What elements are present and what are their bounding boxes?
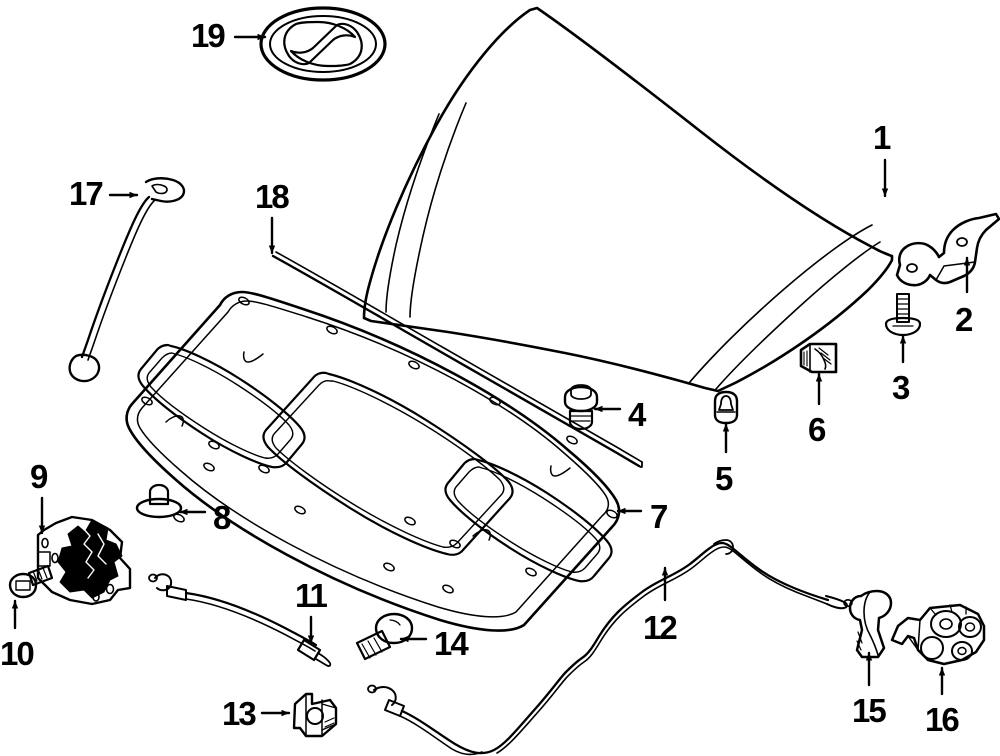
cable-bracket-art — [799, 342, 838, 374]
insulator-clip-art — [713, 390, 739, 425]
callout-number-15: 15 — [852, 692, 887, 729]
callout-number-3: 3 — [892, 369, 910, 406]
hyundai-emblem-art — [259, 6, 387, 82]
callout-number-1: 1 — [873, 119, 891, 156]
callout-number-4: 4 — [628, 396, 646, 433]
latch-bolt-art — [8, 564, 54, 599]
callout-number-8: 8 — [213, 499, 231, 536]
callout-number-7: 7 — [650, 498, 668, 535]
callout-number-5: 5 — [715, 460, 733, 497]
callout-number-14: 14 — [434, 625, 469, 662]
callout-number-2: 2 — [955, 301, 973, 338]
callout-number-18: 18 — [255, 178, 290, 215]
hood-latch-assembly-art — [36, 515, 132, 606]
callout-number-10: 10 — [0, 635, 35, 672]
hood-overslam-bumper-art — [135, 483, 183, 519]
callout-number-6: 6 — [808, 411, 826, 448]
callout-number-16: 16 — [925, 701, 960, 738]
hood-release-handle-art — [890, 603, 986, 666]
hood-release-cable-art — [367, 539, 853, 756]
callout-number-17: 17 — [69, 175, 104, 212]
callout-number-9: 9 — [30, 458, 48, 495]
hood-panel-art — [362, 6, 894, 393]
hood-bumper-adjuster-art — [563, 384, 599, 431]
callout-number-12: 12 — [643, 609, 678, 646]
hood-insulator-pad-art — [125, 290, 621, 632]
callout-number-19: 19 — [191, 17, 226, 54]
callout-number-11: 11 — [295, 577, 328, 614]
release-handle-lever-art — [848, 589, 893, 659]
hood-stopper-bumper-art — [355, 612, 414, 661]
hood-hinge-art — [895, 212, 1000, 287]
callout-number-13: 13 — [222, 695, 257, 732]
hinge-bolt-art — [884, 293, 922, 337]
hood-release-cable-end-art — [148, 573, 332, 667]
cable-clip-art — [292, 692, 338, 738]
hood-weatherstrip-art — [271, 251, 643, 469]
hood-prop-rod-art — [68, 177, 186, 383]
